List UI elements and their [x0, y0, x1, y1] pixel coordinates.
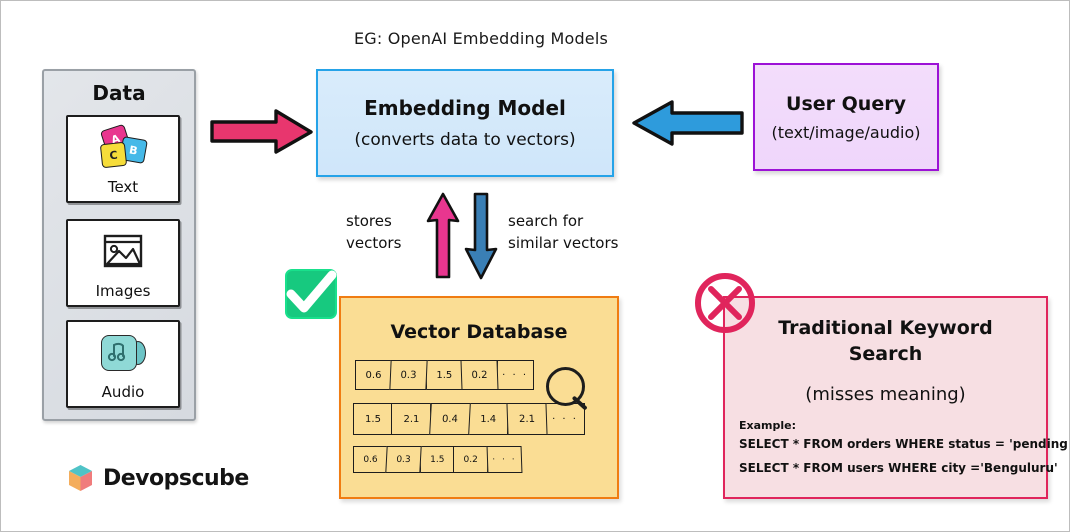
vector-cell-ellipsis: · · ·	[496, 360, 534, 390]
vector-database-title: Vector Database	[390, 321, 568, 343]
vector-cell: 1.5	[353, 403, 393, 435]
user-query-title: User Query	[786, 92, 906, 115]
arrow-label-stores-vectors: stores vectors	[346, 212, 402, 252]
keyword-search-subtitle: (misses meaning)	[805, 384, 966, 405]
audio-note-icon	[68, 327, 178, 377]
vector-cell: 0.3	[385, 446, 423, 473]
data-card-images: Images	[66, 219, 180, 307]
example-label: Example:	[739, 419, 796, 432]
data-card-text: A B C Text	[66, 115, 180, 203]
vector-cell: 1.5	[425, 360, 463, 390]
vector-row: 1.5 2.1 0.4 1.4 2.1 · · ·	[353, 403, 586, 435]
right-arrow-icon	[210, 109, 313, 154]
user-query-box: User Query (text/image/audio)	[753, 63, 939, 171]
vector-cell: 0.4	[428, 403, 471, 435]
x-circle-icon	[692, 271, 758, 335]
vector-cell: 0.2	[460, 360, 499, 390]
letter-blocks-icon: A B C	[68, 122, 178, 172]
data-card-label-images: Images	[95, 282, 151, 300]
vector-cell: 0.6	[355, 360, 392, 390]
vector-cell: 0.2	[453, 446, 489, 473]
data-card-audio: Audio	[66, 320, 180, 408]
vector-cell: 0.3	[389, 360, 429, 390]
left-arrow-icon	[632, 100, 744, 146]
vector-cell: 1.4	[468, 403, 509, 435]
embedding-model-title: Embedding Model	[364, 96, 566, 120]
vector-cell: 0.6	[353, 446, 388, 473]
down-arrow-icon	[464, 192, 498, 280]
vector-cell: 1.5	[419, 446, 455, 473]
picture-icon	[68, 226, 178, 276]
magnifier-icon	[544, 365, 596, 417]
keyword-search-box: Traditional Keyword Search (misses meani…	[723, 296, 1069, 499]
embedding-model-box: Embedding Model (converts data to vector…	[316, 69, 614, 177]
vector-database-box: Vector Database 0.6 0.3 1.5 0.2 · · · 1.…	[339, 296, 619, 499]
vector-cell: 2.1	[506, 403, 548, 435]
sql-line: SELECT * FROM users WHERE city ='Bengulu…	[739, 461, 1058, 475]
user-query-subtitle: (text/image/audio)	[771, 122, 921, 142]
data-card-label-text: Text	[107, 178, 139, 196]
vector-cell: 2.1	[391, 403, 432, 435]
sql-line: SELECT * FROM orders WHERE status = 'pen…	[739, 437, 1070, 451]
eg-caption: EG: OpenAI Embedding Models	[353, 29, 609, 48]
up-arrow-icon	[426, 192, 460, 279]
data-panel: Data A B C Text Images	[42, 69, 196, 421]
vector-row: 0.6 0.3 1.5 0.2 · · ·	[353, 446, 523, 473]
embedding-model-subtitle: (converts data to vectors)	[354, 130, 576, 150]
vector-row: 0.6 0.3 1.5 0.2 · · ·	[355, 360, 534, 390]
cube-logo-icon	[67, 464, 94, 493]
data-card-label-audio: Audio	[101, 383, 145, 401]
devopscube-logo: Devopscube	[67, 460, 249, 496]
keyword-search-title: Traditional Keyword Search	[778, 317, 993, 365]
vector-cell-ellipsis: · · ·	[545, 403, 586, 435]
vector-cell-ellipsis: · · ·	[486, 446, 523, 473]
data-panel-title: Data	[92, 81, 146, 105]
check-badge-icon	[282, 266, 340, 322]
block-c: C	[99, 141, 128, 169]
logo-text: Devopscube	[103, 465, 249, 491]
arrow-label-search-similar: search for similar vectors	[508, 212, 619, 252]
